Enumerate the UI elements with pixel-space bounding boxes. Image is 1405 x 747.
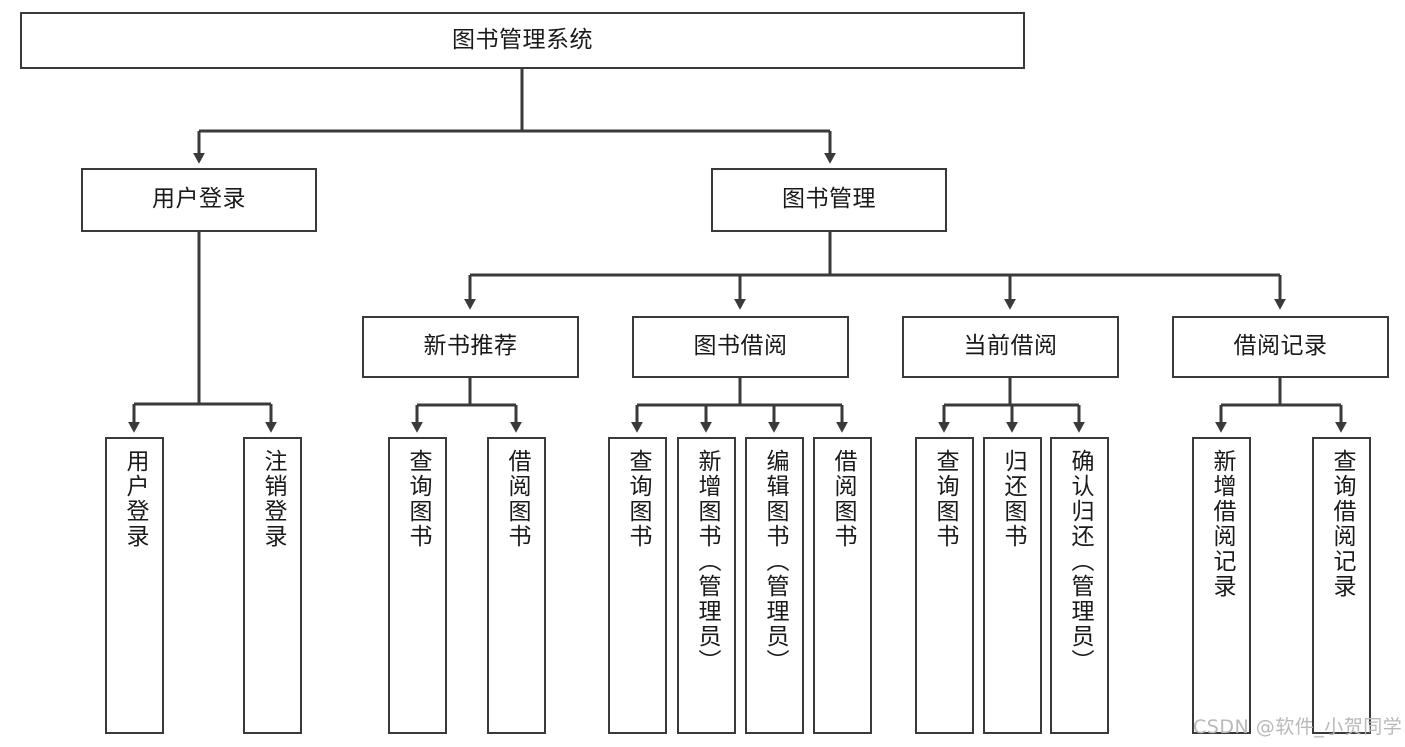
node-leaf-query-book-recommend[interactable]: 查询图书 bbox=[388, 437, 447, 734]
node-label: 图书管理 bbox=[782, 186, 876, 213]
node-leaf-edit-book-admin[interactable]: 编辑图书（管理员） bbox=[745, 437, 804, 734]
node-leaf-query-book-current[interactable]: 查询图书 bbox=[915, 437, 974, 734]
node-label: 图书借阅 bbox=[693, 333, 788, 360]
node-label: 当前借阅 bbox=[963, 333, 1058, 360]
watermark-text: CSDN @软件_小贺同学 bbox=[1193, 716, 1403, 738]
node-leaf-confirm-return-admin[interactable]: 确认归还（管理员） bbox=[1050, 437, 1109, 734]
node-label: 用户登录 bbox=[152, 186, 246, 213]
node-leaf-add-book-admin[interactable]: 新增图书（管理员） bbox=[677, 437, 736, 734]
node-label: 确认归还（管理员） bbox=[1067, 449, 1093, 674]
node-current-borrowing[interactable]: 当前借阅 bbox=[902, 316, 1119, 378]
node-label: 查询借阅记录 bbox=[1329, 449, 1355, 599]
node-leaf-user-login[interactable]: 用户登录 bbox=[105, 437, 164, 734]
node-label: 查询图书 bbox=[625, 449, 651, 549]
node-label: 用户登录 bbox=[122, 449, 148, 549]
node-user-login[interactable]: 用户登录 bbox=[81, 168, 317, 232]
node-label: 注销登录 bbox=[260, 449, 286, 549]
node-leaf-borrow-book-recommend[interactable]: 借阅图书 bbox=[487, 437, 546, 734]
node-label: 查询图书 bbox=[932, 449, 958, 549]
node-label: 新增图书（管理员） bbox=[694, 449, 720, 674]
node-new-book-recommendation[interactable]: 新书推荐 bbox=[362, 316, 579, 378]
node-leaf-add-borrow-record[interactable]: 新增借阅记录 bbox=[1192, 437, 1251, 734]
node-label: 借阅图书 bbox=[830, 449, 856, 549]
node-label: 借阅图书 bbox=[504, 449, 530, 549]
node-leaf-return-book[interactable]: 归还图书 bbox=[983, 437, 1042, 734]
node-label: 借阅记录 bbox=[1233, 333, 1328, 360]
node-leaf-borrow-book[interactable]: 借阅图书 bbox=[813, 437, 872, 734]
node-label: 新书推荐 bbox=[423, 333, 518, 360]
node-label: 查询图书 bbox=[405, 449, 431, 549]
node-label: 图书管理系统 bbox=[452, 26, 593, 53]
node-leaf-query-borrow-record[interactable]: 查询借阅记录 bbox=[1312, 437, 1371, 734]
node-label: 新增借阅记录 bbox=[1209, 449, 1235, 599]
node-book-management[interactable]: 图书管理 bbox=[711, 168, 947, 232]
node-root-book-management-system[interactable]: 图书管理系统 bbox=[20, 12, 1025, 69]
node-leaf-query-book-borrow[interactable]: 查询图书 bbox=[608, 437, 667, 734]
node-label: 编辑图书（管理员） bbox=[762, 449, 788, 674]
node-book-borrowing[interactable]: 图书借阅 bbox=[632, 316, 849, 378]
node-label: 归还图书 bbox=[1000, 449, 1026, 549]
node-leaf-logout[interactable]: 注销登录 bbox=[243, 437, 302, 734]
node-borrowing-record[interactable]: 借阅记录 bbox=[1172, 316, 1389, 378]
